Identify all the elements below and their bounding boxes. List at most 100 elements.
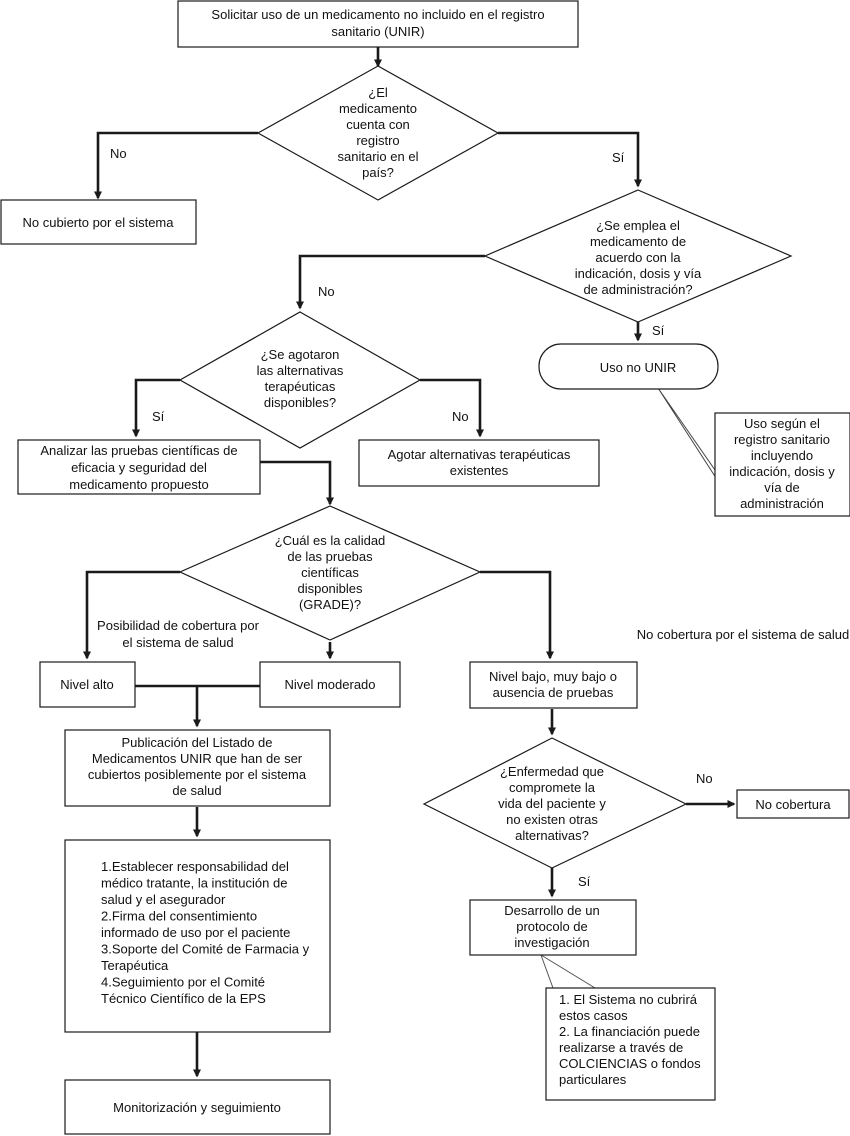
- publicacion-line: cubiertos posiblemente por el sistema: [88, 767, 307, 782]
- q-alternativas-line: terapéuticas: [265, 379, 336, 394]
- connectors: [83, 47, 736, 1078]
- arrow-registro-si: [498, 131, 642, 188]
- q-indicacion-line: de administración?: [583, 282, 692, 297]
- monitorizacion-text: Monitorización y seguimiento: [113, 1100, 281, 1115]
- uso-no-unir-text: Uso no UNIR: [600, 360, 677, 375]
- q-enfermedad-line: vida del paciente y: [498, 796, 606, 811]
- monitorizacion-line: Monitorización y seguimiento: [113, 1100, 281, 1115]
- pasos-line: 1.Establecer responsabilidad del: [101, 859, 289, 874]
- protocolo-line: protocolo de: [516, 919, 588, 934]
- nivel-bajo-line: ausencia de pruebas: [493, 685, 614, 700]
- registro-decision: [256, 65, 500, 201]
- q-calidad-line: científicas: [301, 565, 359, 580]
- analizar-line: eficacia y seguridad del: [71, 460, 207, 475]
- agotar-line: Agotar alternativas terapéuticas: [388, 447, 571, 462]
- edge-label-enfermedad-si: Sí: [578, 874, 591, 889]
- nivel-bajo-box: [469, 661, 638, 709]
- nota-protocolo-line: particulares: [559, 1072, 627, 1087]
- analizar-box: [17, 439, 261, 495]
- q-calidad-line: de las pruebas: [287, 549, 373, 564]
- q-enfermedad-line: no existen otras: [506, 812, 598, 827]
- node-texts: Solicitar uso de un medicamento no inclu…: [22, 7, 849, 1115]
- protocolo-box: [469, 899, 637, 956]
- posibilidad-line: el sistema de salud: [122, 635, 233, 650]
- pasos-line: 3.Soporte del Comité de Farmacia y: [101, 942, 310, 957]
- edge-label-alternativas-si: Sí: [152, 409, 165, 424]
- publicacion-line: de salud: [172, 783, 221, 798]
- edge-label-registro-no: No: [110, 146, 127, 161]
- uso-no-unir-line: Uso no UNIR: [600, 360, 677, 375]
- monitorizacion-box: [64, 1079, 331, 1135]
- agotar-box: [358, 439, 600, 487]
- analizar-line: medicamento propuesto: [69, 477, 208, 492]
- no-cubierto-text: No cubierto por el sistema: [22, 215, 174, 230]
- q-alternativas-line: disponibles?: [264, 395, 336, 410]
- arrow-alternativas-si: [132, 378, 180, 438]
- no-cobertura-box: [736, 789, 850, 819]
- nota-protocolo-line: realizarse a través de: [559, 1040, 683, 1055]
- q-indicacion-line: medicamento de: [590, 234, 686, 249]
- nivel-alto-line: Nivel alto: [60, 677, 113, 692]
- alternativas-decision: [178, 311, 422, 449]
- uso-no-unir-terminal: [538, 343, 719, 390]
- arrow-calidad-bajo: [480, 570, 554, 660]
- no-cobertura-line: No cobertura: [755, 797, 831, 812]
- nota-protocolo-line: estos casos: [559, 1008, 628, 1023]
- q-registro-line: país?: [362, 165, 394, 180]
- posibilidad-line: Posibilidad de cobertura por: [97, 618, 260, 633]
- pasos-line: 2.Firma del consentimiento: [101, 909, 257, 924]
- edge-label-enfermedad-no: No: [696, 771, 713, 786]
- pasos-line: Técnico Científico de la EPS: [101, 991, 266, 1006]
- nota-uso-line: incluyendo: [751, 448, 813, 463]
- nota-uso-line: registro sanitario: [734, 432, 830, 447]
- nivel-moderado-line: Nivel moderado: [284, 677, 375, 692]
- q-alternativas-line: ¿Se agotaron: [261, 347, 340, 362]
- q-registro-line: cuenta con: [346, 117, 410, 132]
- q-indicacion-line: acuerdo con la: [595, 250, 681, 265]
- publicacion-line: Medicamentos UNIR que han de ser: [92, 751, 303, 766]
- q-registro-line: registro: [356, 133, 399, 148]
- arrow-registro-no: [94, 131, 258, 200]
- no-cubierto-line: No cubierto por el sistema: [22, 215, 174, 230]
- pasos-line: Terapéutica: [101, 958, 169, 973]
- no-cobertura-sistema-text: No cobertura por el sistema de salud: [637, 627, 849, 642]
- q-alternativas-line: las alternativas: [257, 363, 344, 378]
- indicacion-decision: [483, 189, 793, 323]
- publicacion-line: Publicación del Listado de: [121, 735, 272, 750]
- nota-uso-line: indicación, dosis y: [729, 464, 835, 479]
- edge-label-registro-si: Sí: [612, 150, 625, 165]
- nota-protocolo-line: 1. El Sistema no cubrirá: [559, 992, 698, 1007]
- q-registro-line: sanitario en el: [338, 149, 419, 164]
- arrow-alternativas-no: [420, 378, 484, 438]
- nota-uso-line: Uso según el: [744, 416, 820, 431]
- posibilidad-text: Posibilidad de cobertura por el sistema d…: [97, 618, 260, 650]
- q-calidad-line: disponibles: [297, 581, 363, 596]
- nota-uso-line: administración: [740, 496, 824, 511]
- pasos-line: salud y el asegurador: [101, 892, 226, 907]
- enfermedad-decision: [422, 737, 688, 869]
- calidad-decision: [178, 505, 482, 641]
- arrow-calidad-alto: [83, 570, 180, 660]
- start-box: [177, 0, 579, 48]
- nota-uso-box: [714, 412, 850, 517]
- edge-label-alternativas-no: No: [452, 409, 469, 424]
- pasos-line: 4.Seguimiento por el Comité: [101, 975, 265, 990]
- no-cubierto-box: [0, 199, 197, 245]
- pasos-box: [64, 839, 331, 1033]
- callout-pointer-protocolo: [540, 953, 597, 989]
- nivel-moderado-text: Nivel moderado: [284, 677, 375, 692]
- q-calidad-line: (GRADE)?: [299, 597, 361, 612]
- nivel-bajo-line: Nivel bajo, muy bajo o: [489, 669, 617, 684]
- nota-protocolo-line: 2. La financiación puede: [559, 1024, 700, 1039]
